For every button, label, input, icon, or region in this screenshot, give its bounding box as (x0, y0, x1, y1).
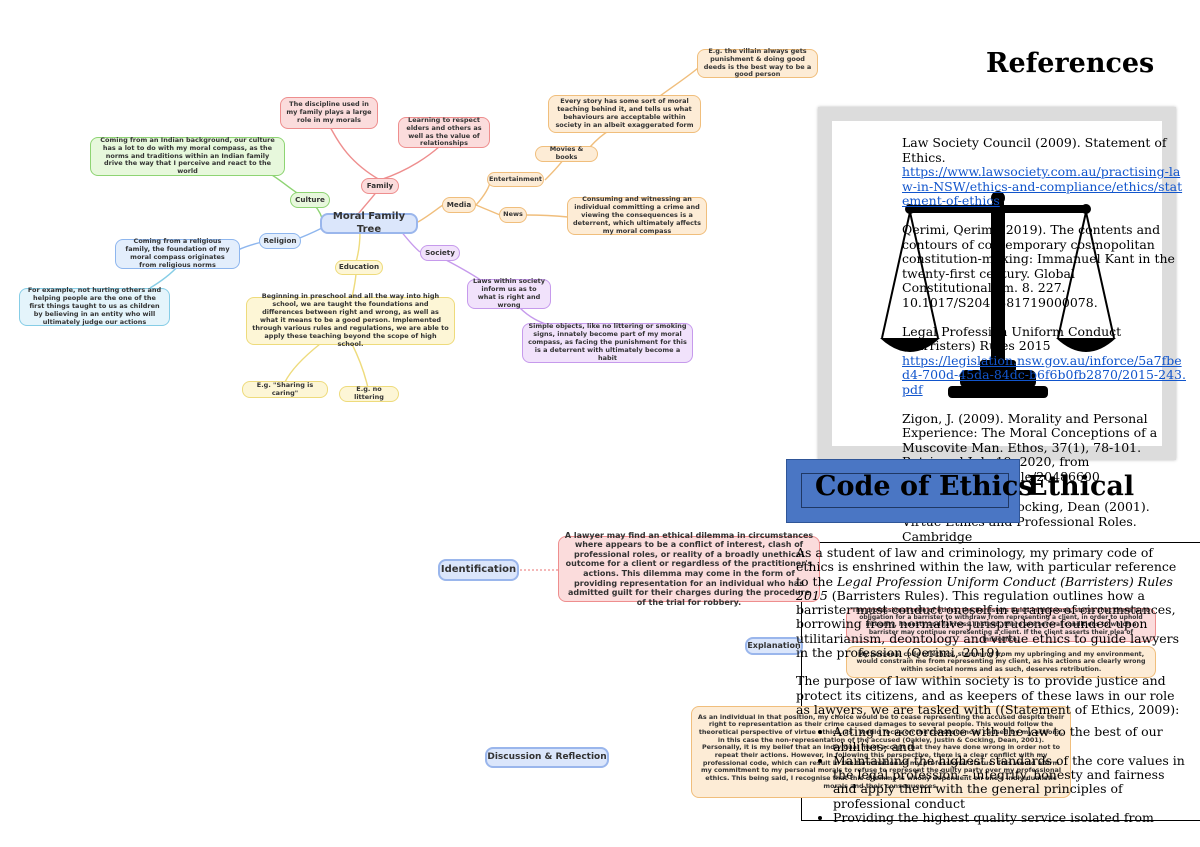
religion-text-node: Coming from a religious family, the foun… (115, 237, 240, 269)
entertainment-node: Entertainment (487, 172, 544, 187)
family-elders-node: Learning to respect elders and others as… (398, 116, 490, 148)
mind-map-root: Moral Family Tree (320, 211, 418, 235)
justice-scales-icon (880, 191, 1116, 398)
identification-label: Identification (438, 559, 519, 581)
family-discipline-node: The discipline used in my family plays a… (280, 97, 378, 129)
family-node: Family (361, 178, 399, 194)
religion-example-node: For example, not hurting others and help… (19, 286, 170, 326)
barristers-rules-text: The professional code of ethics, the Bar… (846, 607, 1156, 643)
reference-3-text: Legal Profession Uniform Conduct (Barris… (902, 323, 1122, 354)
paragraph-1-end: (Barristers Rules). This regulation outl… (796, 587, 1180, 661)
news-node: News (499, 207, 527, 223)
explanation-label: Explanation (745, 637, 803, 655)
discussion-reflection-text: As an individual in that position, my ch… (691, 706, 1071, 798)
code-of-ethics-banner (786, 459, 1020, 523)
personal-code-text: My personal code of ethics, stemming fro… (846, 646, 1156, 678)
code-of-ethics-title: Code of Ethics (815, 471, 1034, 502)
references-title: References (986, 48, 1155, 79)
society-simple-node: Simple objects, like no littering or smo… (522, 322, 693, 363)
society-laws-node: Laws within society inform us as to what… (467, 277, 551, 309)
discussion-reflection-label: Discussion & Reflection (485, 747, 609, 768)
news-text-node: Consuming and witnessing an individual c… (567, 195, 707, 235)
code-of-ethics-bullet: Maintaining the highest standards of the… (833, 753, 1186, 811)
education-example-sharing: E.g. "Sharing is caring" (242, 381, 328, 398)
culture-text-node: Coming from an Indian background, our cu… (90, 136, 285, 176)
barristers-rules-citation: Legal Profession Uniform Conduct (Barris… (796, 573, 1173, 603)
code-of-ethics-body: As a student of law and criminology, my … (796, 545, 1186, 825)
ethical-overlap-word: Ethical (1027, 471, 1135, 502)
reference-3: Legal Profession Uniform Conduct (Barris… (902, 323, 1189, 398)
reference-1-text: Law Society Council (2009). Statement of… (902, 135, 1167, 165)
education-node: Education (335, 260, 383, 275)
code-of-ethics-inner-box (801, 473, 1009, 508)
culture-node: Culture (290, 192, 330, 208)
code-of-ethics-bullet: Acting in accordance with the law to the… (833, 725, 1186, 754)
villain-node: E.g. the villain always gets punishment … (697, 47, 818, 78)
code-of-ethics-body-frame (801, 542, 1200, 821)
media-node: Media (442, 197, 476, 213)
movies-books-node: Movies & books (535, 145, 598, 162)
code-of-ethics-bullet: Providing the highest quality service is… (833, 810, 1186, 825)
reference-1-link[interactable]: https://www.lawsociety.com.au/practising… (902, 164, 1183, 209)
society-node: Society (420, 245, 460, 261)
story-node: Every story has some sort of moral teach… (548, 95, 701, 133)
code-of-ethics-paragraph-2: The purpose of law within society is to … (796, 673, 1180, 717)
religion-node: Religion (259, 233, 301, 249)
education-text-node: Beginning in preschool and all the way i… (246, 292, 455, 348)
reference-3-link[interactable]: https://legislation.nsw.gov.au/inforce/5… (902, 352, 1186, 397)
education-example-littering: E.g. no littering (339, 385, 399, 402)
reference-1: Law Society Council (2009). Statement of… (902, 135, 1189, 209)
code-of-ethics-paragraph-1: As a student of law and criminology, my … (796, 545, 1186, 661)
paragraph-1-start: As a student of law and criminology, my … (796, 545, 1177, 589)
code-of-ethics-bullets: Acting in accordance with the law to the… (796, 725, 1186, 825)
identification-text: A lawyer may find an ethical dilemma in … (558, 531, 820, 607)
reference-2: Qerimi, Qerim. (2019). The contents and … (902, 221, 1175, 310)
